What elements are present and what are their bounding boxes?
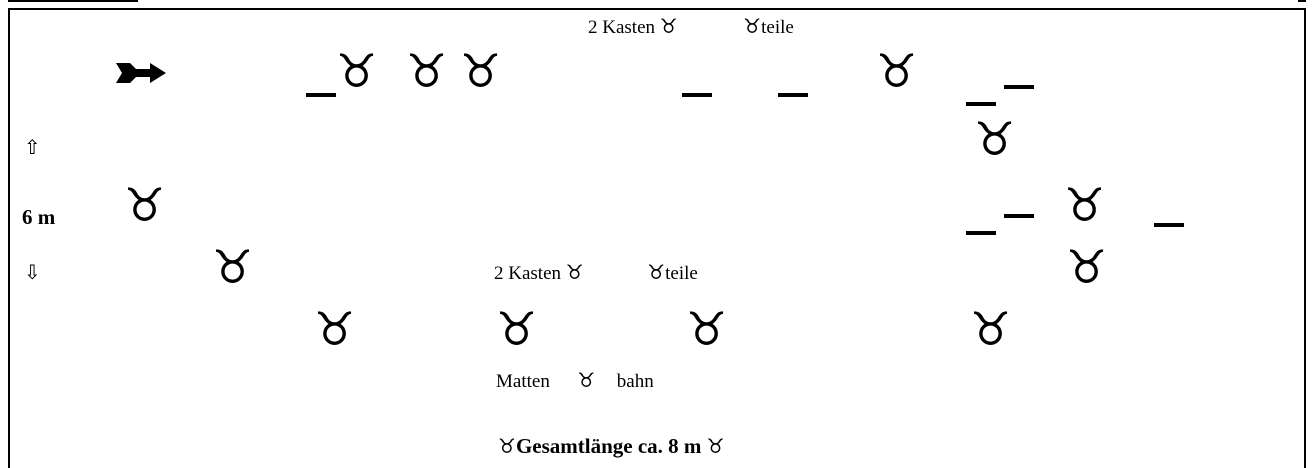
- taurus-icon: ♉: [1066, 240, 1108, 294]
- top-kasten-text: 2 Kasten: [588, 17, 656, 38]
- taurus-icon: ♉: [212, 240, 254, 294]
- taurus-icon: ♉: [659, 14, 678, 38]
- taurus-icon: ♉: [647, 260, 666, 284]
- top-edge-stub-right: [1298, 0, 1306, 2]
- taurus-icon: ♉: [336, 44, 378, 98]
- matten-bahn-label: Matten ♉ bahn: [496, 370, 654, 391]
- middle-kasten-text: 2 Kasten: [494, 263, 562, 284]
- taurus-icon: ♉: [496, 302, 538, 356]
- top-kasten-label: 2 Kasten ♉ ♉teile: [588, 16, 794, 37]
- kasten-dash: [1004, 214, 1034, 218]
- taurus-icon: ♉: [1064, 178, 1106, 232]
- height-label: 6 m: [22, 205, 56, 229]
- taurus-icon: ♉: [706, 434, 725, 458]
- diagram-frame: [8, 8, 1306, 468]
- taurus-icon: ♉: [498, 434, 516, 458]
- taurus-icon: ♉: [970, 302, 1012, 356]
- taurus-icon: ♉: [406, 44, 448, 98]
- direction-arrow-icon: [116, 63, 166, 83]
- middle-kasten-label: 2 Kasten ♉ ♉teile: [494, 262, 698, 283]
- taurus-icon: ♉: [974, 112, 1016, 166]
- kasten-dash: [306, 93, 336, 97]
- top-edge-stub-left: [8, 0, 138, 2]
- kasten-dash: [1004, 85, 1034, 89]
- taurus-icon: ♉: [686, 302, 728, 356]
- taurus-icon: ♉: [743, 14, 762, 38]
- up-arrow-icon: ⇧: [24, 135, 41, 159]
- kasten-dash: [1154, 223, 1184, 227]
- kasten-dash: [966, 231, 996, 235]
- kasten-dash: [966, 102, 996, 106]
- matten-text: Matten: [496, 371, 550, 392]
- taurus-icon: ♉: [124, 178, 166, 232]
- down-arrow-icon: ⇩: [24, 260, 41, 284]
- taurus-icon: ♉: [577, 368, 596, 392]
- taurus-icon: ♉: [460, 44, 502, 98]
- taurus-icon: ♉: [565, 260, 584, 284]
- taurus-icon: ♉: [314, 302, 356, 356]
- total-length-text: Gesamtlänge ca. 8 m: [515, 434, 702, 458]
- kasten-dash: [682, 93, 712, 97]
- total-length-label: ♉Gesamtlänge ca. 8 m ♉: [498, 436, 725, 457]
- kasten-dash: [778, 93, 808, 97]
- taurus-icon: ♉: [876, 44, 918, 98]
- bahn-text: bahn: [616, 371, 654, 392]
- middle-teile-text: teile: [665, 263, 698, 284]
- top-teile-text: teile: [761, 17, 794, 38]
